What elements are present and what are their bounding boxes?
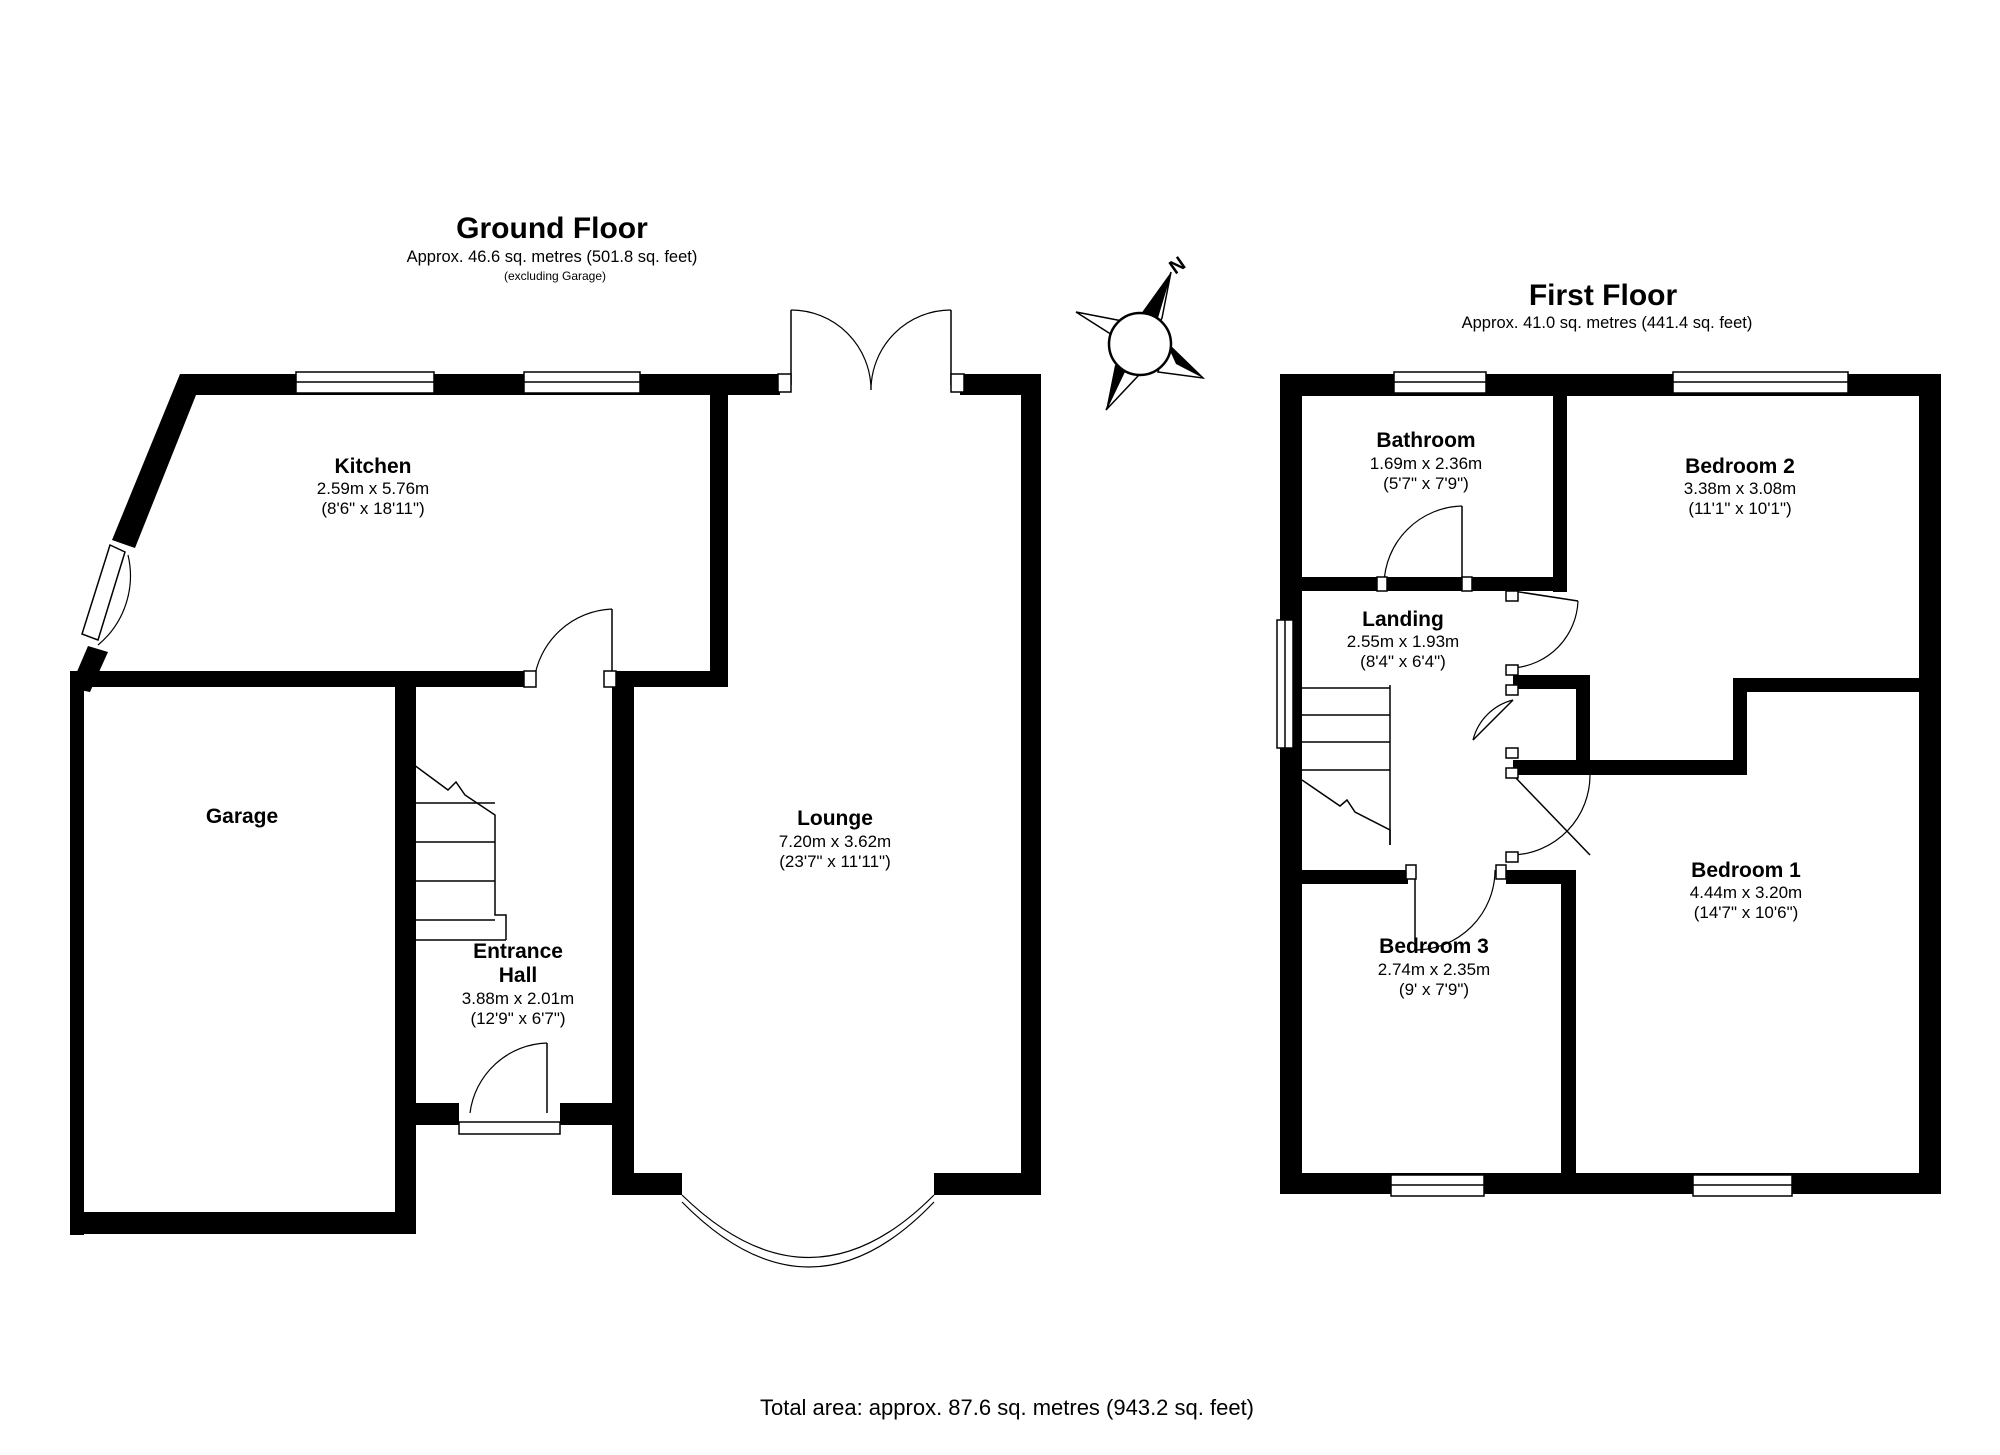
room-name: Garage [206,805,278,828]
room-label-landing: Landing 2.55m x 1.93m (8'4" x 6'4") [1347,608,1459,671]
room-label-bathroom: Bathroom 1.69m x 2.36m (5'7" x 7'9") [1370,429,1482,493]
room-size-imperial: (14'7" x 10'6") [1694,903,1799,922]
room-name: Entrance [473,940,563,963]
first-floor-walls [1280,374,1941,1194]
room-size-imperial: (8'4" x 6'4") [1360,652,1446,671]
room-size-metric: 4.44m x 3.20m [1690,883,1802,902]
total-area: Total area: approx. 87.6 sq. metres (943… [760,1395,1254,1420]
ground-floor-note: (excluding Garage) [504,269,606,283]
first-floor-area: Approx. 41.0 sq. metres (441.4 sq. feet) [1462,314,1753,332]
ground-floor-plan: Ground Floor Approx. 46.6 sq. metres (50… [70,212,1041,1268]
front-door-sill [458,1121,561,1135]
room-name: Bedroom 1 [1691,859,1801,882]
ground-floor-windows [295,371,641,1135]
room-size-metric: 7.20m x 3.62m [779,832,891,851]
room-name: Bedroom 3 [1379,935,1489,958]
room-size-metric: 3.88m x 2.01m [462,989,574,1008]
room-name: Bathroom [1376,429,1475,452]
first-floor-windows [1276,371,1849,1197]
ground-floor-title: Ground Floor [456,212,648,245]
first-floor-plan: First Floor Approx. 41.0 sq. metres (441… [1276,279,1941,1197]
room-name: Kitchen [334,455,411,478]
ground-floor-walls [70,374,1041,1235]
room-size-imperial: (5'7" x 7'9") [1383,474,1469,493]
room-label-garage: Garage [206,805,278,828]
first-floor-title: First Floor [1529,279,1678,312]
room-label-bedroom-1: Bedroom 1 4.44m x 3.20m (14'7" x 10'6") [1690,859,1802,922]
room-label-bedroom-3: Bedroom 3 2.74m x 2.35m (9' x 7'9") [1378,935,1490,999]
room-label-entrance-hall: Entrance Hall 3.88m x 2.01m (12'9" x 6'7… [462,940,574,1028]
north-compass-icon: N [1075,253,1206,411]
room-label-bedroom-2: Bedroom 2 3.38m x 3.08m (11'1" x 10'1") [1684,455,1796,518]
room-size-metric: 3.38m x 3.08m [1684,479,1796,498]
room-size-imperial: (12'9" x 6'7") [470,1009,565,1028]
room-name: Lounge [797,807,873,830]
room-size-metric: 2.55m x 1.93m [1347,632,1459,651]
room-size-imperial: (8'6" x 18'11") [321,499,424,518]
room-name-line2: Hall [499,964,538,987]
room-size-imperial: (11'1" x 10'1") [1688,499,1791,518]
first-floor-stairs [1301,685,1391,845]
room-size-metric: 2.74m x 2.35m [1378,960,1490,979]
room-name: Bedroom 2 [1685,455,1795,478]
room-size-metric: 2.59m x 5.76m [317,479,429,498]
room-size-imperial: (23'7" x 11'11") [779,852,891,871]
ground-floor-doors [81,309,965,1268]
room-name: Landing [1362,608,1444,631]
room-label-lounge: Lounge 7.20m x 3.62m (23'7" x 11'11") [779,807,891,871]
room-label-kitchen: Kitchen 2.59m x 5.76m (8'6" x 18'11") [317,455,429,518]
ground-floor-area: Approx. 46.6 sq. metres (501.8 sq. feet) [407,248,698,266]
room-size-metric: 1.69m x 2.36m [1370,454,1482,473]
room-size-imperial: (9' x 7'9") [1399,980,1469,999]
first-floor-doors [1376,505,1591,951]
ground-floor-stairs [405,758,507,941]
